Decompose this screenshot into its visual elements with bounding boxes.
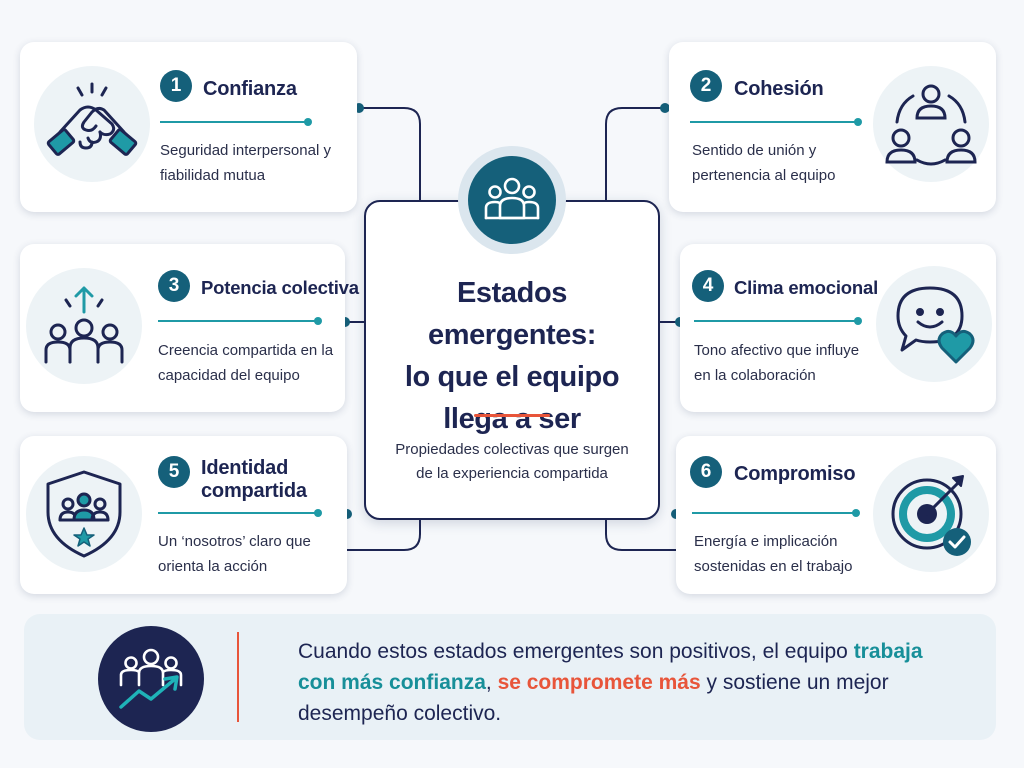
highlight-compromete: se compromete más: [497, 671, 701, 694]
card-6-divider: [692, 509, 860, 517]
card-1-divider: [160, 118, 312, 126]
card-5-description: Un ‘nosotros’ claro que orienta la acció…: [158, 533, 311, 575]
card-2-icon-bg: [873, 66, 989, 182]
card-2-title: Cohesión: [734, 78, 824, 100]
connector-6: [605, 520, 676, 551]
card-4-divider: [694, 317, 862, 325]
card-5-number: 5: [158, 456, 190, 488]
shield-team-icon: [46, 470, 122, 558]
card-1-icon-bg: [34, 66, 150, 182]
card-3-divider: [158, 317, 322, 325]
card-4-number: 4: [692, 270, 724, 302]
banner-text: Cuando estos estados emergentes son posi…: [298, 640, 923, 725]
center-accent-line: [474, 414, 550, 417]
card-5-divider: [158, 509, 322, 517]
center-badge: [458, 146, 566, 254]
connector-1: [359, 107, 421, 200]
card-1-title: Confianza: [203, 78, 297, 100]
handshake-icon: [46, 82, 138, 156]
card-3-number: 3: [158, 270, 190, 302]
smile-heart-icon: [896, 286, 975, 364]
card-4-icon-bg: [876, 266, 992, 382]
center-title: Estados emergentes: lo que el equipo lle…: [404, 277, 620, 435]
card-1-number: 1: [160, 70, 192, 102]
card-5-title: Identidad compartida: [201, 457, 307, 502]
highlight-confianza: trabaja con más confianza: [298, 640, 923, 694]
card-6-title: Compromiso: [734, 463, 856, 485]
team-icon: [484, 177, 540, 220]
card-1-description: Seguridad interpersonal y fiabilidad mut…: [160, 142, 331, 184]
center-subtitle: Propiedades colectivas que surgen de la …: [395, 441, 629, 482]
card-6-description: Energía e implicación sostenidas en el t…: [694, 533, 853, 575]
target-check-icon: [891, 475, 971, 556]
group-growth-icon: [44, 286, 124, 364]
team-growth-icon: [119, 648, 183, 709]
card-3-icon-bg: [26, 268, 142, 384]
card-4-description: Tono afectivo que influye en la colabora…: [694, 342, 860, 384]
connected-people-icon: [885, 84, 977, 166]
card-5-icon-bg: [26, 456, 142, 572]
card-6-number: 6: [690, 456, 722, 488]
card-4-title: Clima emocional: [734, 277, 879, 298]
connector-dot-2: [660, 103, 670, 113]
banner-divider: [237, 632, 239, 722]
card-3-title: Potencia colectiva: [201, 277, 359, 298]
connector-5: [347, 520, 421, 551]
card-2-divider: [690, 118, 862, 126]
card-3-description: Creencia compartida en la capacidad del …: [158, 342, 334, 384]
card-6-icon-bg: [873, 456, 989, 572]
card-2-description: Sentido de unión y pertenencia al equipo: [692, 142, 836, 184]
connector-2: [605, 107, 665, 200]
banner-icon-bg: [98, 626, 204, 732]
card-2-number: 2: [690, 70, 722, 102]
